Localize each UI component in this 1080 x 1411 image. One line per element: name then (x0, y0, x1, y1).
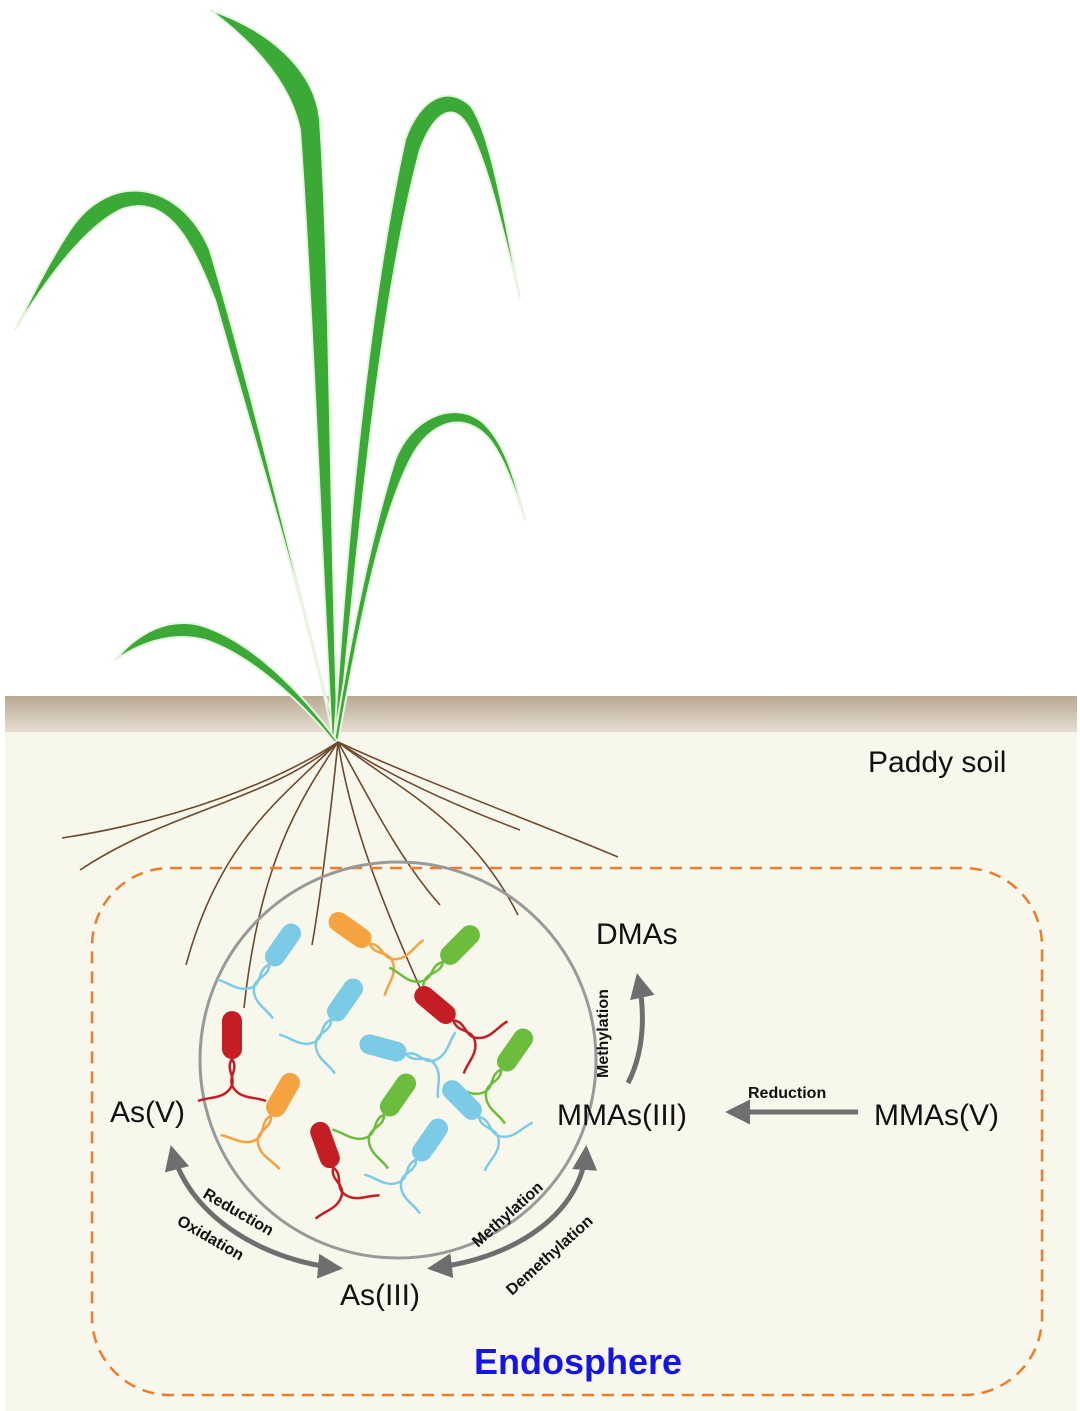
bacterium (331, 1073, 417, 1170)
as-v-as-iii-arrow (164, 1145, 343, 1279)
endosphere-boundary (90, 866, 1044, 1397)
soil-area (5, 696, 1077, 1411)
bacterium (197, 1011, 267, 1103)
species-dmas: DMAs (596, 918, 678, 951)
species-as-v: As(V) (110, 1096, 185, 1129)
species-mmas-v: MMAs(V) (874, 1099, 999, 1132)
endosphere-label: Endosphere (474, 1341, 682, 1382)
bacterium (363, 1118, 449, 1215)
transformation-arrows (164, 973, 858, 1279)
label-methylation-mmas: Methylation (595, 989, 612, 1078)
bacterium (359, 1031, 457, 1099)
paddy-soil-label: Paddy soil (868, 746, 1006, 779)
leaf (114, 622, 340, 743)
bacterium (278, 978, 364, 1075)
mmas-iii-dmas-arrow (625, 973, 655, 1085)
leaf (14, 189, 340, 743)
leaf (332, 94, 521, 743)
rice-plant (14, 9, 526, 743)
roots (61, 741, 619, 1011)
label-reduction-mmas: Reduction (748, 1085, 826, 1102)
root-cross-section (198, 860, 598, 1260)
bacterium (216, 923, 302, 1020)
leaf (209, 9, 340, 743)
bacterium (328, 911, 425, 997)
species-mmas-iii: MMAs(III) (557, 1099, 687, 1132)
bacterium (414, 986, 509, 1074)
species-as-iii: As(III) (340, 1279, 420, 1312)
as-iii-mmas-iii-arrow (427, 1145, 598, 1279)
soil-surface-band (5, 696, 1077, 732)
leaf (332, 411, 526, 743)
